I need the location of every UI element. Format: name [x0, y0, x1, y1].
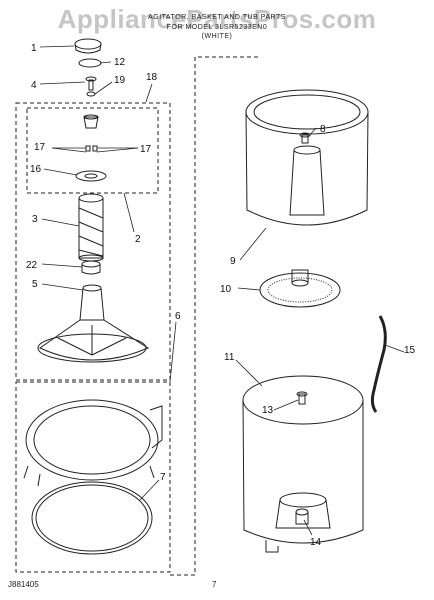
callout-12: 12: [114, 57, 126, 68]
callout-15: 15: [404, 345, 416, 356]
callout-7: 7: [160, 472, 166, 483]
part-bearing: [81, 260, 101, 275]
callout-22: 22: [26, 260, 38, 271]
part-hose: [370, 315, 387, 413]
diagram-subtitle-color: (WHITE): [201, 33, 233, 40]
part-dog-retainer: [83, 114, 99, 129]
callout-17-left: 17: [34, 142, 46, 153]
part-cam: [75, 170, 107, 182]
callout-8: 8: [320, 124, 326, 135]
callout-19: 19: [114, 75, 126, 86]
callout-9: 9: [230, 256, 236, 267]
part-auger: [78, 193, 104, 262]
callout-2: 2: [135, 234, 141, 245]
callout-3: 3: [32, 214, 38, 225]
footer-code: J881405: [8, 580, 39, 589]
part-tub-ring: [23, 399, 163, 487]
group-box-2: [26, 107, 159, 194]
callout-6: 6: [175, 311, 181, 322]
part-tub-nut: [296, 391, 308, 405]
part-tub-boot: [295, 508, 309, 525]
part-basket-nut: [299, 132, 311, 144]
diagram-subtitle-model: FOR MODEL 3LSR5233EN0: [166, 24, 268, 31]
part-seal: [78, 58, 102, 68]
part-basket: [245, 89, 369, 226]
part-drive-hub: [259, 269, 341, 308]
callout-18: 18: [146, 72, 158, 83]
group-box-18: [15, 102, 171, 381]
callout-14: 14: [310, 537, 322, 548]
callout-16: 16: [30, 164, 42, 175]
callout-10: 10: [220, 284, 232, 295]
watermark: AppliancePartsPros.com: [57, 4, 377, 34]
part-washer: [86, 91, 96, 97]
part-gasket: [31, 481, 153, 555]
footer-page-number: 7: [212, 580, 217, 589]
part-outer-tub: [242, 375, 364, 553]
part-bolt: [85, 76, 97, 91]
callout-11: 11: [224, 352, 235, 363]
callout-4: 4: [31, 80, 37, 91]
part-agitator-base: [37, 284, 150, 363]
callout-1: 1: [31, 43, 37, 54]
group-box-6: [15, 381, 171, 573]
callout-13: 13: [262, 405, 274, 416]
diagram-title: AGITATOR, BASKET AND TUB PARTS: [148, 14, 286, 21]
connector-dashed: [170, 56, 260, 576]
leader-lines: [39, 45, 405, 536]
callout-17-right: 17: [140, 144, 152, 155]
part-dogs: [85, 145, 98, 152]
part-agitator-cap: [74, 38, 102, 54]
callout-5: 5: [32, 279, 38, 290]
